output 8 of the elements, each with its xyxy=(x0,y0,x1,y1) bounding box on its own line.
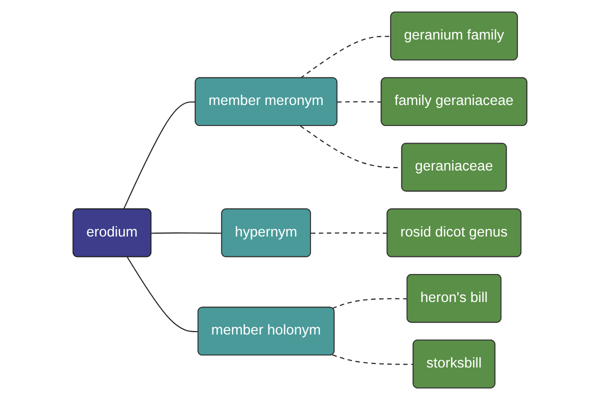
connector xyxy=(332,354,414,365)
connector xyxy=(300,36,392,79)
connector xyxy=(337,101,382,103)
connector xyxy=(126,256,198,332)
connector xyxy=(310,232,388,234)
connector xyxy=(151,232,222,234)
connector xyxy=(123,101,196,210)
connector xyxy=(332,298,408,309)
